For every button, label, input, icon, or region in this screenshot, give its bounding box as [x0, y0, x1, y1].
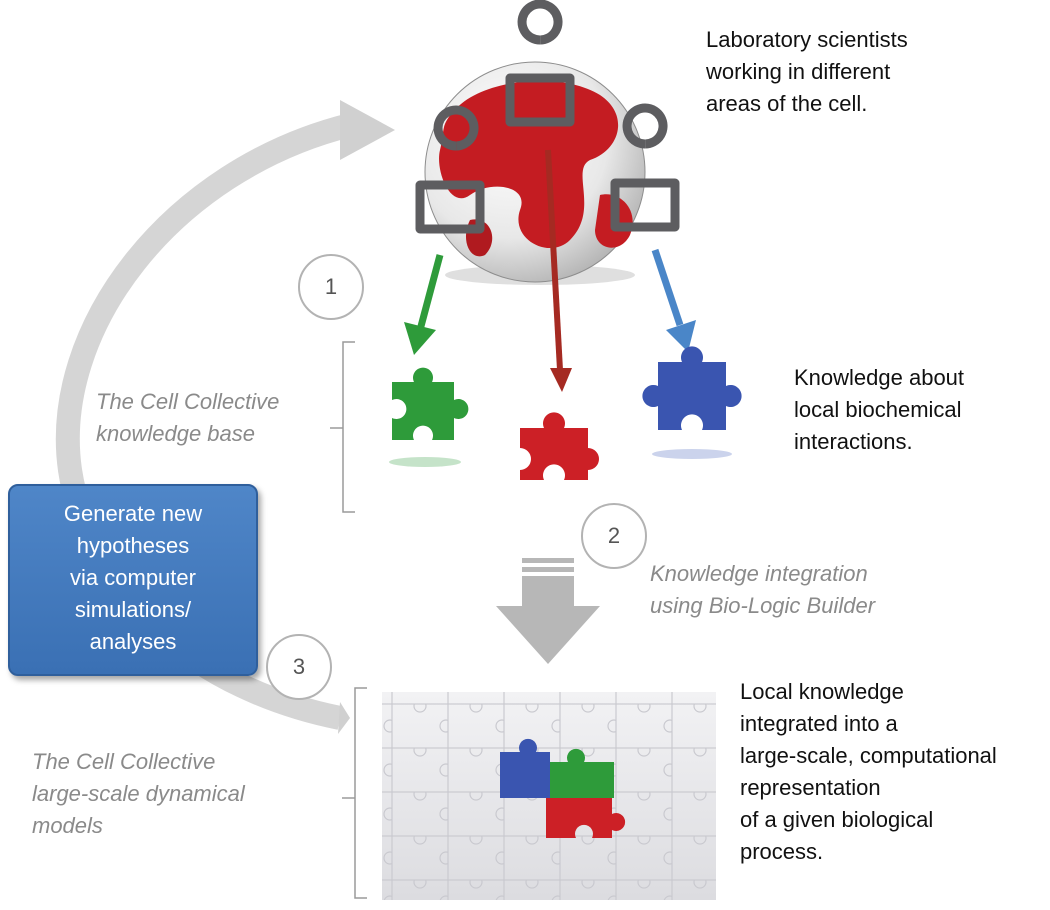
- user-icon: [610, 103, 680, 232]
- user-icon: [505, 0, 575, 127]
- jigsaw-grid-icon: [382, 692, 716, 900]
- models-bracket: [342, 687, 367, 899]
- puzzle-piece-icon: [642, 346, 742, 459]
- models-label: The Cell Collective large-scale dynamica…: [32, 749, 245, 838]
- red-arrow: [545, 149, 572, 392]
- step-3-badge: 3: [266, 634, 332, 700]
- puzzle-piece-icon: [389, 367, 469, 467]
- globe-icon: [424, 61, 646, 285]
- knowledge-base-label: The Cell Collective knowledge base: [96, 389, 280, 446]
- blue-arrow: [651, 248, 696, 352]
- step-2-badge: 2: [581, 503, 647, 569]
- integrated-text: Local knowledge integrated into a large-…: [740, 679, 997, 864]
- green-arrow: [404, 254, 444, 355]
- scientists-text: Laboratory scientists working in differe…: [706, 27, 908, 116]
- user-icon: [415, 105, 485, 234]
- integration-label: Knowledge integration using Bio-Logic Bu…: [650, 561, 876, 618]
- puzzle-piece-icon: [520, 412, 599, 480]
- knowledge-base-bracket: [330, 341, 355, 513]
- down-arrow-icon: [496, 558, 600, 664]
- generate-hypotheses-text: Generate new hypotheses via computer sim…: [63, 501, 203, 654]
- knowledge-text: Knowledge about local biochemical intera…: [794, 365, 965, 454]
- generate-hypotheses-box: Generate new hypotheses via computer sim…: [8, 484, 258, 676]
- step-1-badge: 1: [298, 254, 364, 320]
